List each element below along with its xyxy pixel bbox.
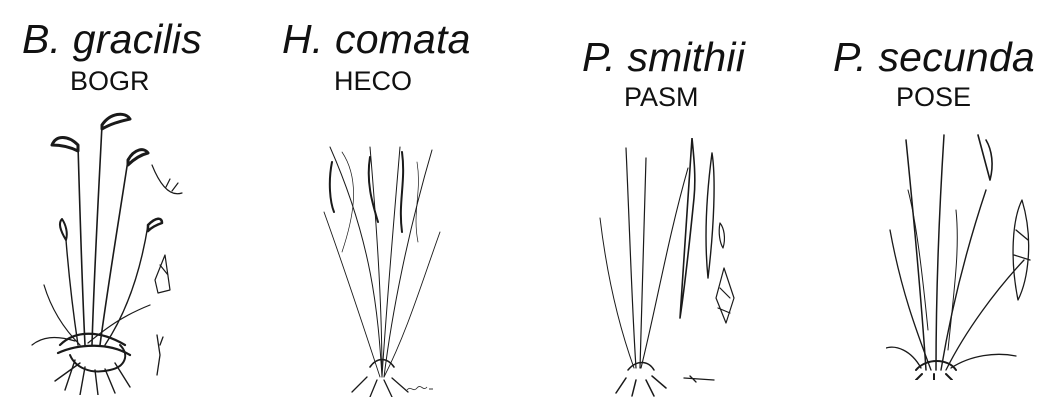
- panel-heco: H. comata HECO: [240, 0, 500, 410]
- species-code: PASM: [624, 82, 699, 112]
- species-code: HECO: [334, 66, 413, 96]
- bogr-grass-drawing: [31, 112, 183, 395]
- species-name: B. gracilis: [22, 16, 202, 62]
- panel-bogr: B. gracilis BOGR: [0, 0, 240, 410]
- pasm-grass-drawing: [599, 138, 735, 397]
- heco-grass-drawing: [323, 146, 441, 397]
- species-name: H. comata: [282, 16, 471, 62]
- illustrator-signature: [406, 385, 433, 391]
- panel-pose: P. secunda POSE: [820, 0, 1050, 410]
- species-code: BOGR: [70, 66, 150, 96]
- species-name: P. smithii: [582, 34, 746, 80]
- pose-grass-drawing: [886, 134, 1031, 380]
- species-code: POSE: [896, 82, 972, 112]
- species-name: P. secunda: [833, 34, 1035, 80]
- panel-pasm: P. smithii PASM: [560, 0, 760, 410]
